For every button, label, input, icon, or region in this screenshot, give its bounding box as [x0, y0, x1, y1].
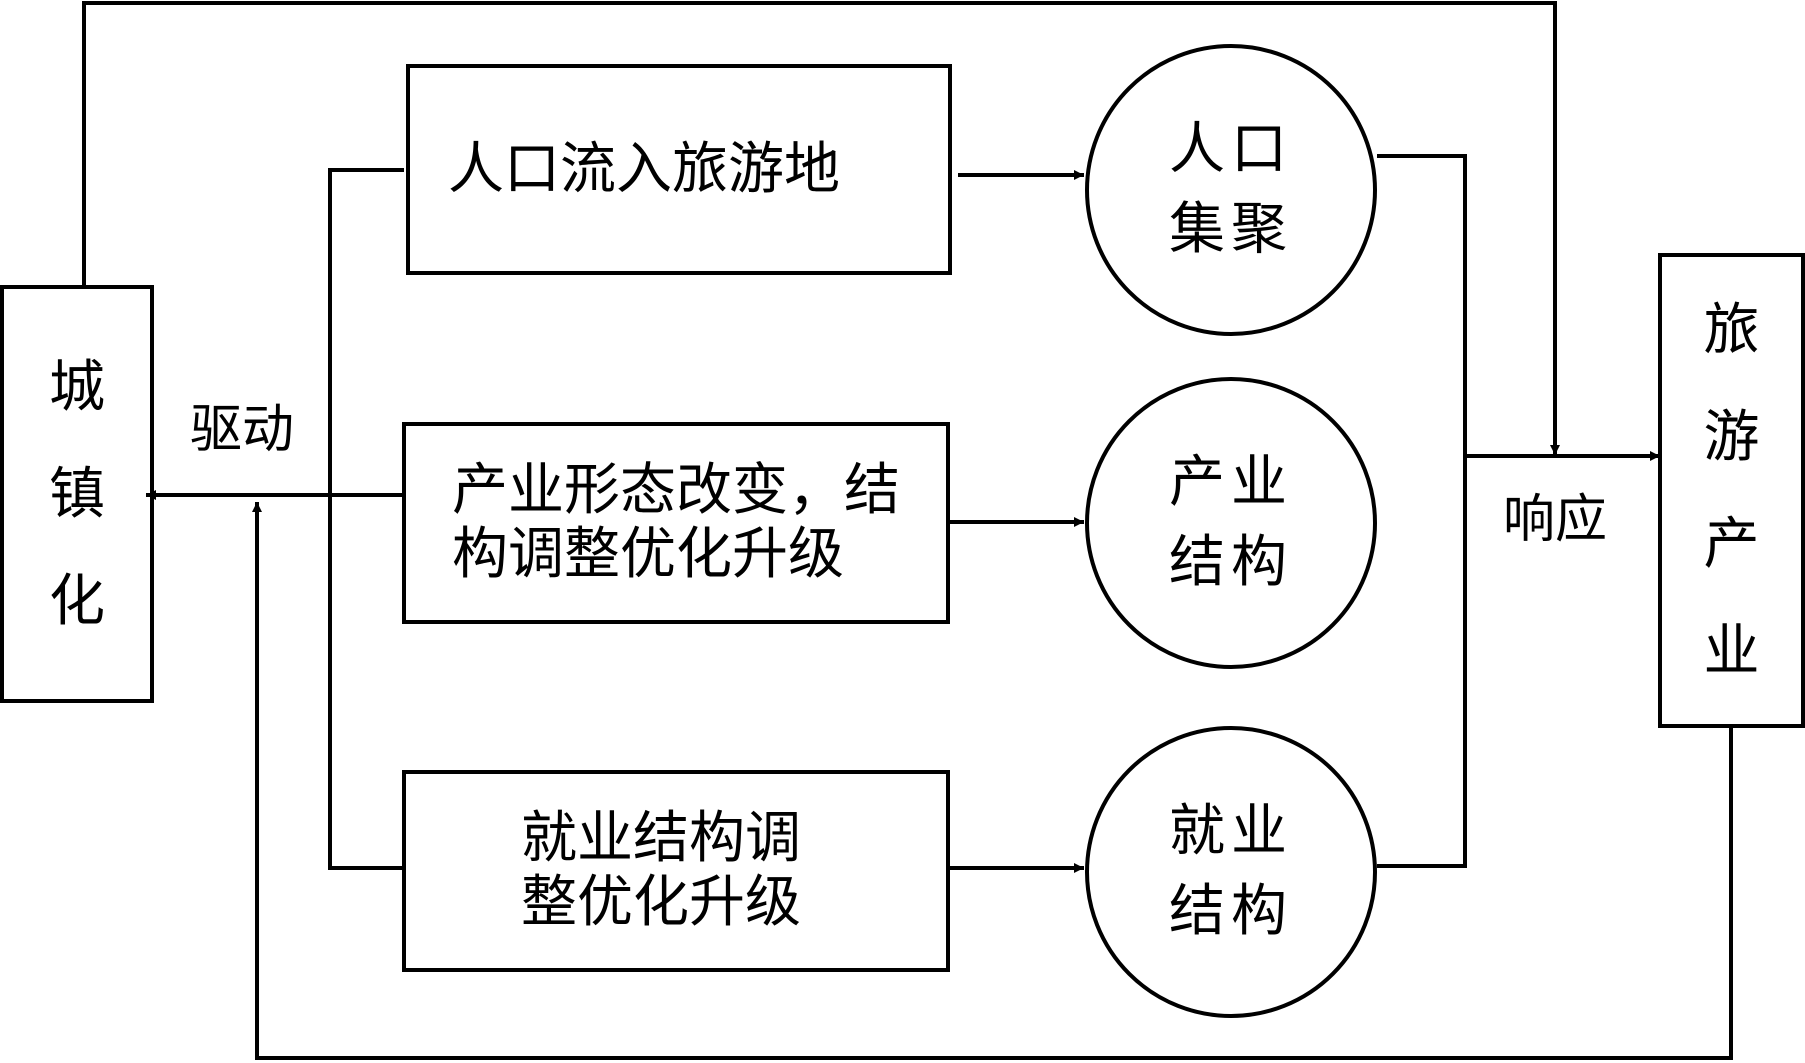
- employment-structure-circle: [1085, 726, 1377, 1018]
- industry-structure-circle: [1085, 377, 1377, 669]
- top-loop: [82, 1, 1560, 455]
- employment-adjust-box: [402, 770, 950, 972]
- population-cluster-circle: [1085, 44, 1377, 336]
- employment-adjust-label: 就业结构调 整优化升级: [521, 806, 801, 935]
- population-cluster-label: 人口 集聚: [1169, 117, 1293, 262]
- urbanization-label: 城 镇 化: [49, 354, 105, 634]
- right-trunk: [1377, 154, 1467, 868]
- drive-label: 驱动: [189, 400, 294, 460]
- industry-structure-label: 产业 结构: [1169, 450, 1293, 595]
- left-trunk: [328, 168, 404, 870]
- tourism-industry-label: 旅 游 产 业: [1703, 297, 1760, 684]
- industry-change-label: 产业形态改变，结 构调整优化升级: [452, 458, 900, 587]
- population-inflow-label: 人口流入旅游地: [448, 136, 840, 202]
- respond-label: 响应: [1502, 490, 1607, 550]
- feedback-loop: [252, 502, 1733, 1060]
- industry-change-box: [402, 422, 950, 624]
- employment-structure-label: 就业 结构: [1169, 799, 1293, 944]
- population-inflow-box: [406, 64, 952, 275]
